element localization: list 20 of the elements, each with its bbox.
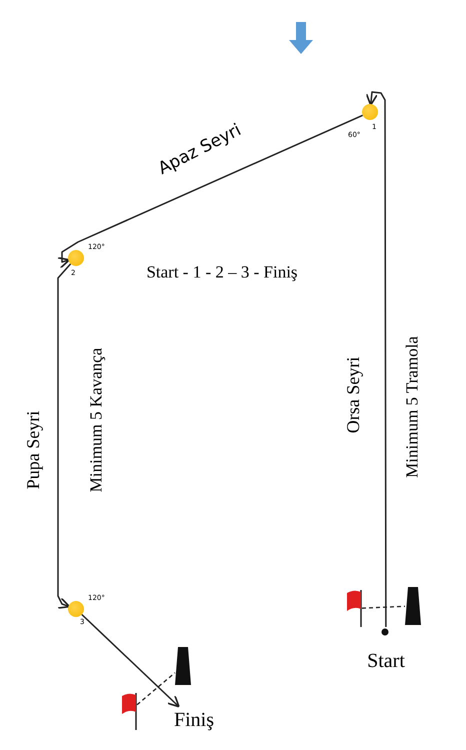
dashed-line: [136, 672, 176, 706]
buoy-circle: [68, 601, 84, 617]
note: Start - 1 - 2 – 3 - Finiş: [146, 264, 298, 280]
buoy-circle: [362, 104, 378, 120]
note: Minimum 5 Tramola: [404, 336, 420, 478]
dashed-line: [362, 606, 406, 609]
course-arrow: [81, 614, 180, 708]
flag-icon: [121, 693, 137, 730]
course-arrow: [57, 263, 72, 609]
edge-label: Orsa Seyri: [344, 356, 362, 434]
point-label: Finiş: [174, 710, 214, 730]
note: Minimum 5 Kavança: [88, 348, 104, 492]
edge-label: Pupa Seyri: [24, 410, 42, 490]
course-arrow: [56, 114, 363, 269]
point-label: Start: [367, 651, 405, 671]
boat-icon: [405, 587, 421, 625]
course-arrow: [366, 91, 387, 627]
flag-icon: [346, 590, 362, 627]
buoy-circle: [68, 250, 84, 266]
boat-icon: [175, 647, 191, 685]
